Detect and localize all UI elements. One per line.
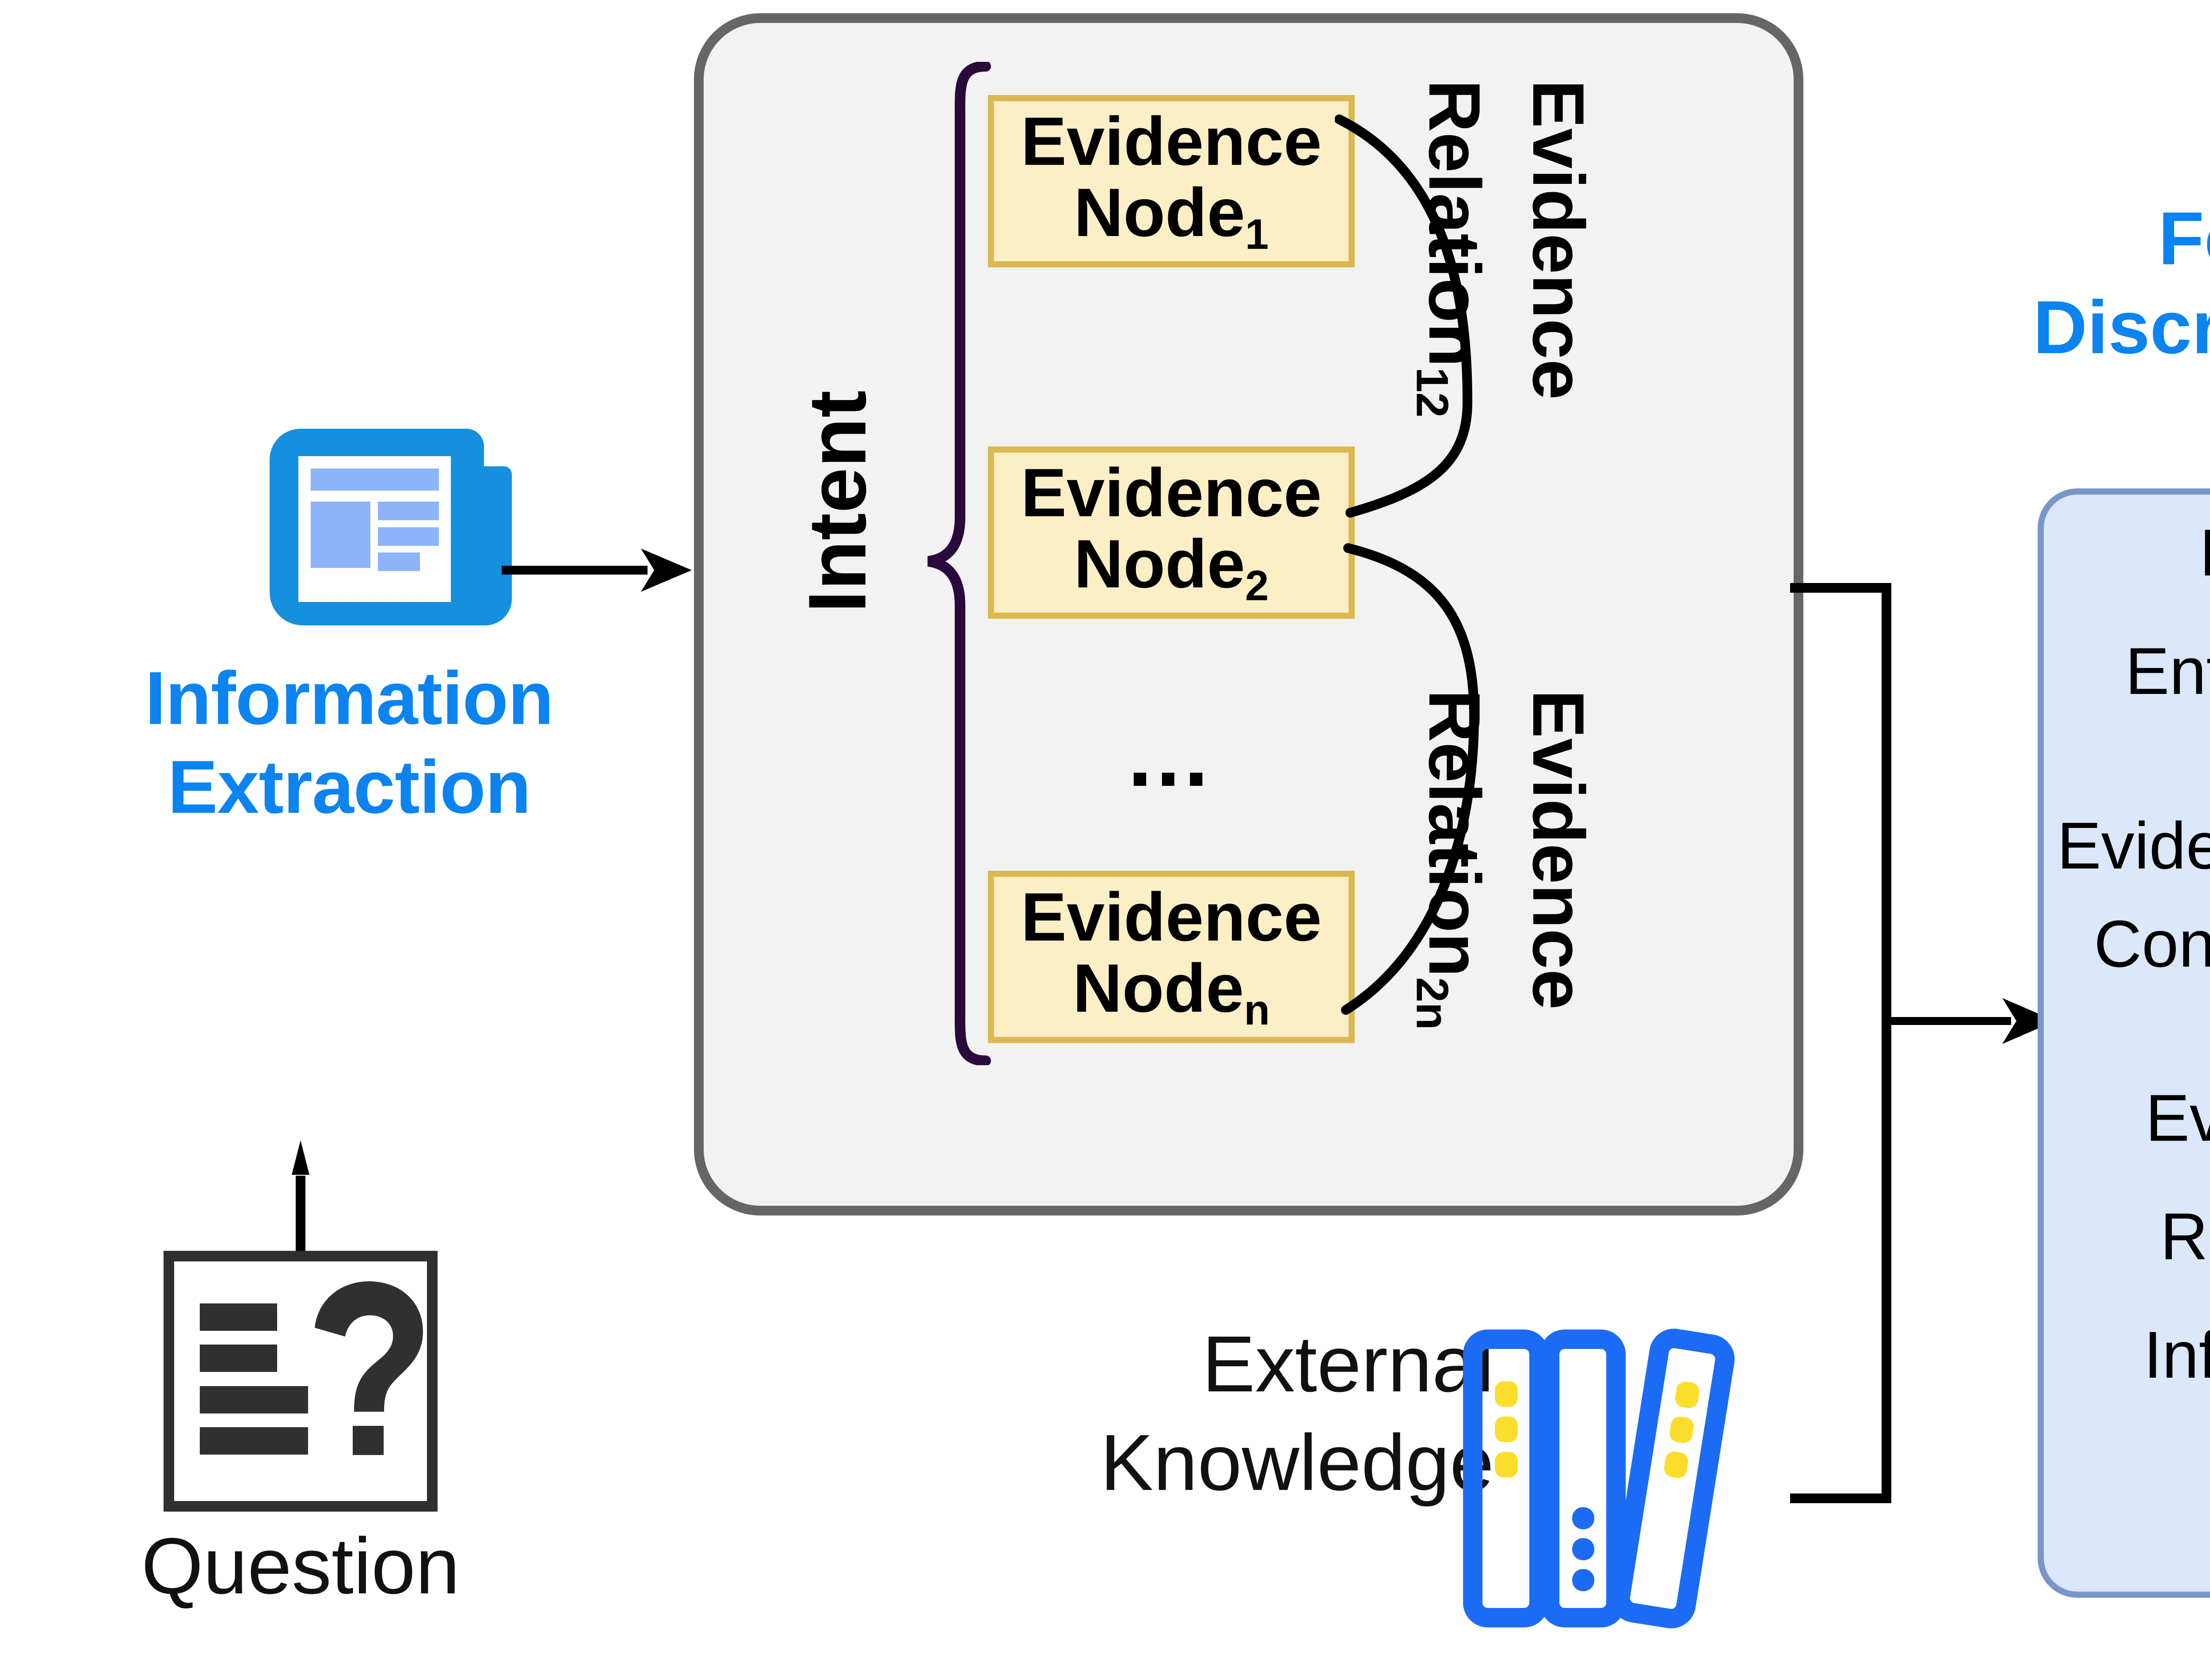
extraction-to-evidence-arrow	[502, 546, 692, 594]
fd-title-line1: Feature	[2158, 197, 2210, 281]
intent-vertical-label: Intent	[792, 390, 883, 613]
evidence-node-2: Evidence Node2	[988, 446, 1355, 619]
evidence-node-2-title: Evidence	[1021, 454, 1322, 531]
evidence-relation-2n-word: Evidence	[1518, 690, 1599, 1010]
ie-label-line2: Extraction	[168, 745, 531, 829]
evidence-node-1: Evidence Node1	[988, 95, 1355, 267]
information-extraction-label: Information Extraction	[88, 654, 610, 831]
feature-discrimination-panel: Intent Entailment + Evidence Node Contai…	[2038, 488, 2210, 1598]
question-document-icon	[164, 1251, 438, 1512]
fd-title-line2: Discrimination	[2033, 285, 2210, 370]
evidence-and-knowledge-merge-connector	[1790, 575, 2108, 1569]
fd-row-relation: Relation	[2160, 1199, 2210, 1273]
fd-row-plus-1: +	[2044, 717, 2210, 781]
fd-row-entailment: Entailment	[2125, 634, 2210, 708]
evidence-relation-12-word: Evidence	[1518, 80, 1599, 400]
evidence-nodes-ellipsis: …	[1124, 706, 1219, 805]
evidence-relation-2n-label: Relation2n	[1407, 690, 1495, 1030]
question-to-extraction-arrow	[292, 1140, 309, 1260]
evidence-node-n-title: Evidence	[1021, 879, 1322, 956]
evidence-node-2-subtitle: Node2	[1074, 526, 1269, 610]
evidence-node-1-subtitle: Node1	[1074, 174, 1269, 259]
external-knowledge-label: External Knowledge	[941, 1315, 1494, 1512]
feature-discrimination-title: Feature Discrimination	[1980, 194, 2210, 372]
fd-row-evidence: Evidence	[2145, 1081, 2210, 1155]
books-icon	[1463, 1322, 1741, 1631]
fd-row-evidence-node: Evidence Node	[2057, 808, 2210, 883]
fd-row-intent: Intent	[2199, 515, 2210, 590]
evidence-node-1-title: Evidence	[1021, 103, 1322, 180]
ie-label-line1: Information	[145, 656, 554, 740]
newspaper-icon	[265, 424, 513, 632]
evidence-relation-12-label: Relation12	[1407, 80, 1495, 418]
fd-row-plus-2: +	[2044, 990, 2210, 1053]
external-knowledge-line1: External	[1202, 1320, 1494, 1409]
evidence-node-n-subtitle: Noden	[1072, 950, 1270, 1034]
fd-row-containment: Containment	[2094, 906, 2210, 981]
question-label: Question	[141, 1522, 460, 1611]
evidence-node-n: Evidence Noden	[988, 871, 1355, 1043]
intent-brace	[919, 61, 999, 1066]
fd-row-inference: Inference	[2143, 1318, 2210, 1392]
external-knowledge-line2: Knowledge	[1100, 1418, 1494, 1508]
evidence-relation-curves	[1334, 66, 1565, 1083]
